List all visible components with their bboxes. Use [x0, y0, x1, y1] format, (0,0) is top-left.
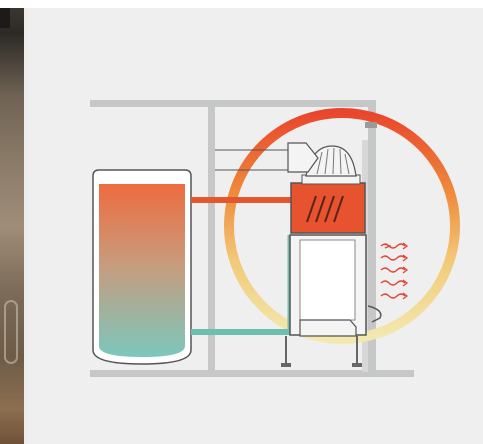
chimney-cap: [365, 122, 377, 128]
return-pipe: [191, 329, 289, 335]
stove-base: [300, 320, 356, 336]
tank-fill: [99, 184, 185, 357]
heat-exchanger: [291, 183, 365, 233]
heat-wave-icon: [381, 243, 407, 299]
stove-foot-left: [281, 363, 291, 367]
stove-foot-right: [352, 363, 362, 367]
stove-firebox-window: [300, 240, 355, 320]
hot-flow-pipe: [191, 197, 291, 203]
ceiling-beam: [90, 100, 376, 107]
storage-tank-icon: [93, 170, 191, 364]
inner-wall: [208, 100, 215, 377]
